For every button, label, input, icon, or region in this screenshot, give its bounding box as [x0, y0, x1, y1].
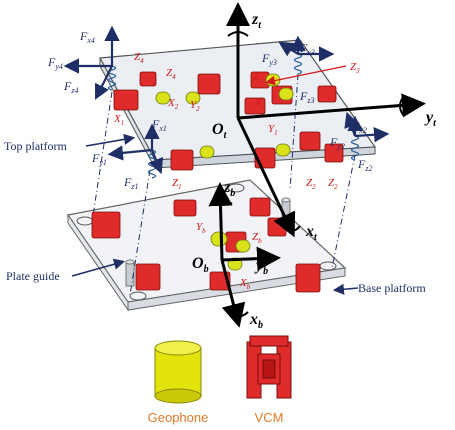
label-red-y1: Y1	[268, 123, 278, 137]
label-fy2: Fy2	[329, 135, 345, 151]
label-red-x2: X2	[167, 97, 179, 111]
label-zb: zb	[223, 179, 235, 199]
label-yb: yb	[254, 257, 268, 277]
callout-arrows	[71, 133, 359, 295]
label-fx2: Fx2	[351, 119, 367, 135]
callout-top-platform: Top platform	[4, 139, 67, 153]
label-red-z4: Z4	[134, 51, 144, 65]
legend-vcm-icon	[246, 335, 292, 399]
label-ob: Ob	[192, 255, 209, 275]
label-red-z2: Z2	[306, 177, 316, 191]
spring-3	[293, 53, 303, 75]
label-red-zb: Zb	[252, 231, 262, 245]
label-fz1: Fz1	[123, 175, 138, 191]
callout-plate-guide: Plate guide	[6, 269, 60, 283]
label-fx3: Fx3	[299, 41, 315, 57]
label-xb: xb	[249, 311, 263, 331]
label-red-y2: Y2	[190, 99, 200, 113]
label-red-z3b: Z3	[253, 71, 263, 85]
legend-geophone-label: Geophone	[148, 410, 209, 425]
label-red-z2b: Z2	[328, 177, 338, 191]
label-fz2: Fz2	[357, 157, 372, 173]
base-frame-axes	[208, 182, 281, 328]
support-lines	[91, 73, 356, 296]
label-red-x1: X1	[113, 113, 124, 127]
label-fy1: Fy1	[91, 151, 107, 167]
label-red-x3: X3	[254, 97, 266, 111]
top-frame-axes	[226, 2, 426, 238]
label-red-z1: Z1	[172, 177, 182, 191]
force-arrows	[63, 25, 390, 175]
spring-2	[350, 135, 360, 161]
z3-pointer-arrow	[265, 65, 347, 86]
label-fy3: Fy3	[261, 51, 277, 67]
label-fz3: Fz3	[299, 89, 314, 105]
label-zt: zt	[251, 11, 262, 31]
legend-geophone-icon	[154, 340, 202, 404]
label-fy4: Fy4	[47, 55, 63, 71]
label-red-xb: Xb	[239, 277, 251, 291]
label-fx1: Fx1	[151, 117, 167, 133]
label-red-z4b: Z4	[166, 67, 176, 81]
label-fx4: Fx4	[79, 29, 95, 45]
callout-base-platform: Base platform	[358, 281, 426, 295]
plate-guide-1	[125, 259, 135, 287]
label-yt: yt	[424, 109, 437, 129]
label-fz4: Fz4	[63, 79, 78, 95]
spring-4	[107, 65, 117, 91]
label-ot: Ot	[212, 121, 228, 141]
label-red-z3: Z3	[350, 61, 360, 75]
label-xt: xt	[305, 223, 318, 243]
label-red-yb: Yb	[196, 221, 206, 235]
legend-vcm-label: VCM	[255, 410, 284, 425]
